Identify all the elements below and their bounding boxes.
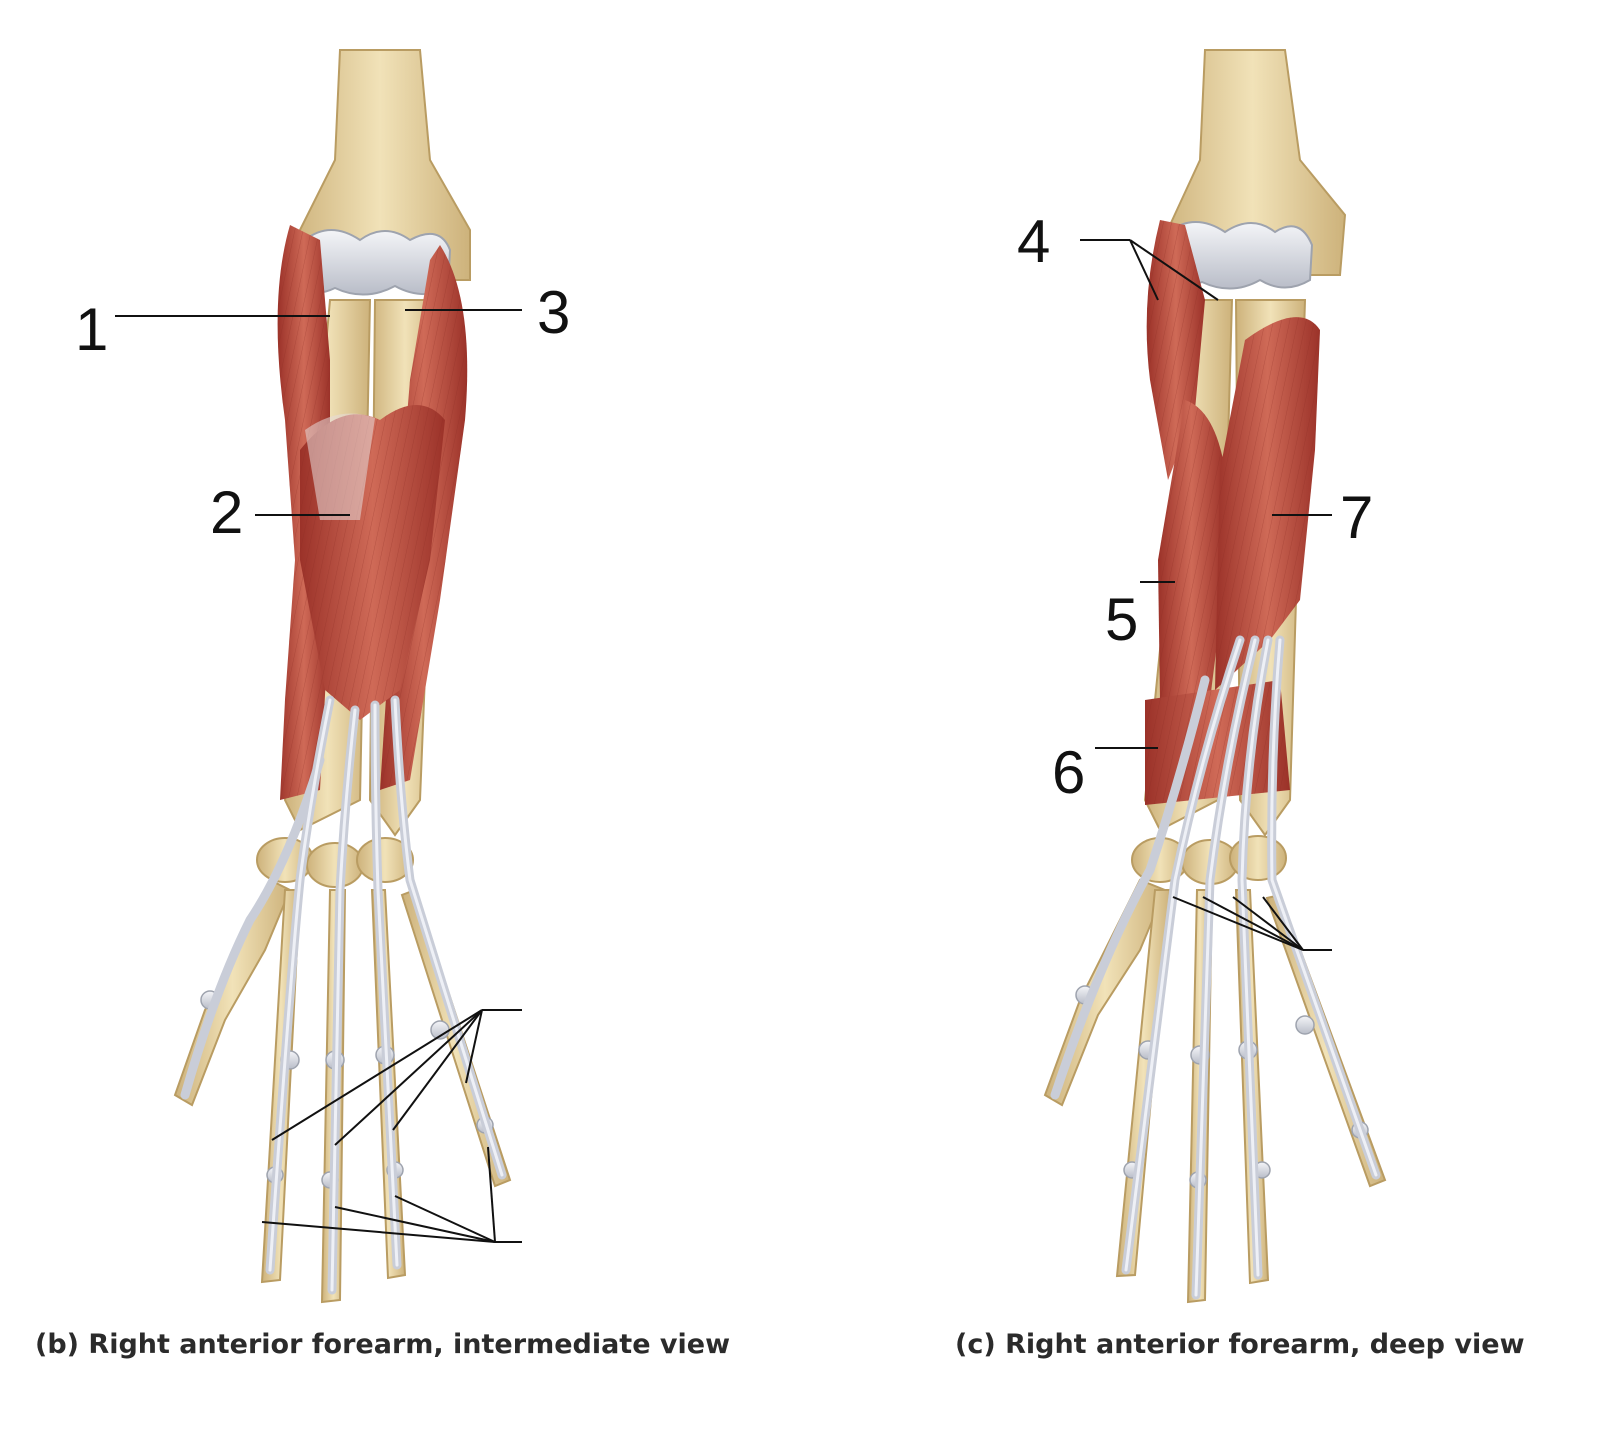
label-1: 1 xyxy=(75,296,108,363)
leader-fan-lower-b xyxy=(261,1146,522,1243)
finger-index-c xyxy=(1115,889,1172,1278)
humerus-c xyxy=(1158,49,1347,276)
leader-fan-upper-b xyxy=(271,1009,522,1146)
caption-b: (b) Right anterior forearm, intermediate… xyxy=(35,1329,730,1360)
label-2: 2 xyxy=(210,479,243,546)
leader-4 xyxy=(1080,239,1219,301)
caption-c: (c) Right anterior forearm, deep view xyxy=(955,1329,1525,1360)
trochlea-cartilage-c xyxy=(1164,221,1314,290)
label-7: 7 xyxy=(1340,484,1373,551)
label-3: 3 xyxy=(537,279,570,346)
humerus-b xyxy=(288,49,471,281)
label-5: 5 xyxy=(1105,586,1138,653)
leader-fan-c xyxy=(1172,896,1332,951)
label-6: 6 xyxy=(1052,739,1085,806)
panel-b-intermediate-view: 1 2 3 (b) Right anterior forearm, interm… xyxy=(35,49,730,1360)
label-4: 4 xyxy=(1017,208,1050,275)
panel-c-deep-view: 4 5 6 7 (c) Right anterior forearm, deep… xyxy=(955,49,1525,1360)
